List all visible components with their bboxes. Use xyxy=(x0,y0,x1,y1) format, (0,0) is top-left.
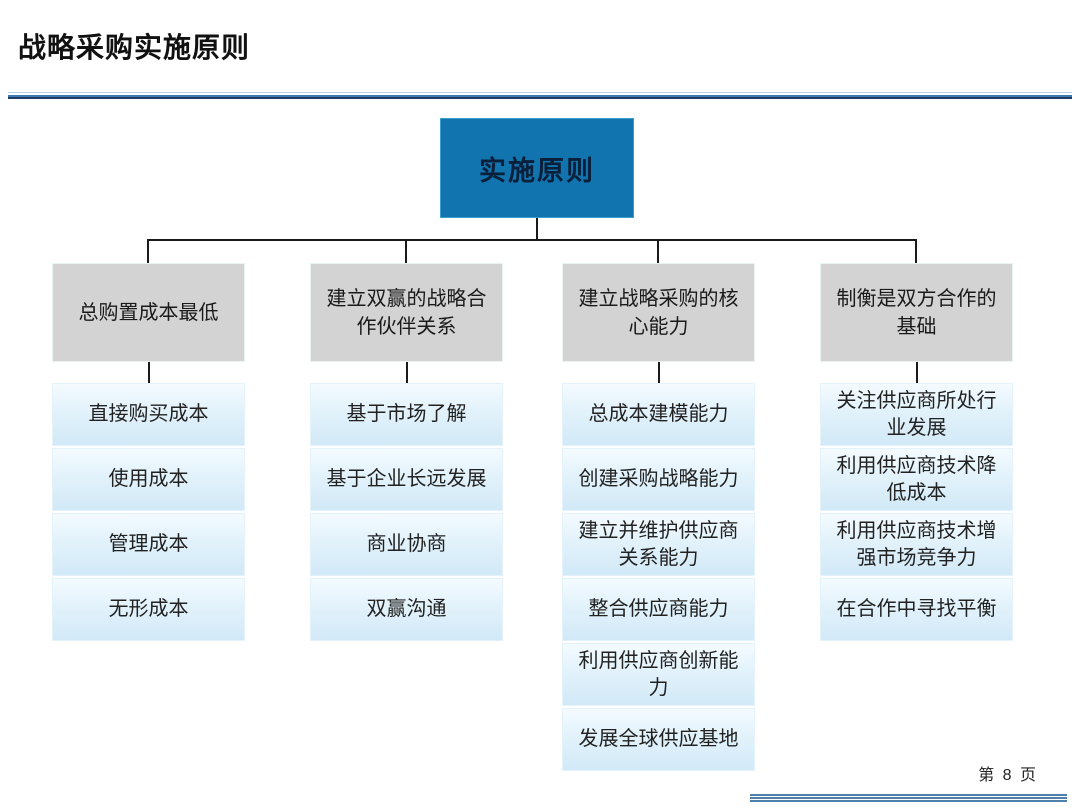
root-node: 实施原则 xyxy=(440,118,634,218)
connector-branch-stub-4 xyxy=(915,362,918,383)
branch-column-4: 制衡是双方合作的基础 关注供应商所处行业发展 利用供应商技术降低成本 利用供应商… xyxy=(820,263,1013,641)
footer-divider-line-3 xyxy=(750,800,1067,802)
footer-divider xyxy=(750,794,1067,803)
leaf-node: 整合供应商能力 xyxy=(562,578,755,641)
leaf-node: 基于市场了解 xyxy=(310,383,503,446)
connector-branch-stub-1 xyxy=(147,362,150,383)
leaf-node: 商业协商 xyxy=(310,513,503,576)
leaf-list-1: 直接购买成本 使用成本 管理成本 无形成本 xyxy=(52,383,245,641)
leaf-node: 利用供应商技术降低成本 xyxy=(820,448,1013,511)
connector-root-stub xyxy=(536,218,538,241)
leaf-node: 总成本建模能力 xyxy=(562,383,755,446)
branch-header-1: 总购置成本最低 xyxy=(52,263,245,362)
leaf-node: 直接购买成本 xyxy=(52,383,245,446)
footer-divider-line-2 xyxy=(750,797,1067,799)
leaf-node: 无形成本 xyxy=(52,578,245,641)
leaf-node: 基于企业长远发展 xyxy=(310,448,503,511)
branch-header-2: 建立双赢的战略合作伙伴关系 xyxy=(310,263,503,362)
branch-column-3: 建立战略采购的核心能力 总成本建模能力 创建采购战略能力 建立并维护供应商关系能… xyxy=(562,263,755,771)
leaf-list-4: 关注供应商所处行业发展 利用供应商技术降低成本 利用供应商技术增强市场竞争力 在… xyxy=(820,383,1013,641)
branch-header-3: 建立战略采购的核心能力 xyxy=(562,263,755,362)
connector-cross-line xyxy=(147,239,917,241)
connector-branch-stub-3 xyxy=(657,362,660,383)
branch-header-4: 制衡是双方合作的基础 xyxy=(820,263,1013,362)
header-divider xyxy=(8,92,1072,99)
leaf-list-2: 基于市场了解 基于企业长远发展 商业协商 双赢沟通 xyxy=(310,383,503,641)
connector-drop-2 xyxy=(405,241,407,263)
leaf-list-3: 总成本建模能力 创建采购战略能力 建立并维护供应商关系能力 整合供应商能力 利用… xyxy=(562,383,755,771)
leaf-node: 利用供应商创新能力 xyxy=(562,643,755,706)
header-divider-thick-line xyxy=(8,95,1072,99)
connector-drop-3 xyxy=(657,241,659,263)
branch-column-1: 总购置成本最低 直接购买成本 使用成本 管理成本 无形成本 xyxy=(52,263,245,641)
leaf-node: 建立并维护供应商关系能力 xyxy=(562,513,755,576)
leaf-node: 双赢沟通 xyxy=(310,578,503,641)
page-number: 第 8 页 xyxy=(978,767,1038,784)
leaf-node: 发展全球供应基地 xyxy=(562,708,755,771)
leaf-node: 利用供应商技术增强市场竞争力 xyxy=(820,513,1013,576)
slide-title: 战略采购实施原则 xyxy=(18,32,251,63)
leaf-node: 在合作中寻找平衡 xyxy=(820,578,1013,641)
leaf-node: 创建采购战略能力 xyxy=(562,448,755,511)
connector-branch-stub-2 xyxy=(405,362,408,383)
connector-drop-1 xyxy=(147,241,149,263)
connector-drop-4 xyxy=(915,241,917,263)
footer-divider-line-1 xyxy=(750,794,1067,796)
leaf-node: 使用成本 xyxy=(52,448,245,511)
leaf-node: 管理成本 xyxy=(52,513,245,576)
branch-column-2: 建立双赢的战略合作伙伴关系 基于市场了解 基于企业长远发展 商业协商 双赢沟通 xyxy=(310,263,503,641)
leaf-node: 关注供应商所处行业发展 xyxy=(820,383,1013,446)
